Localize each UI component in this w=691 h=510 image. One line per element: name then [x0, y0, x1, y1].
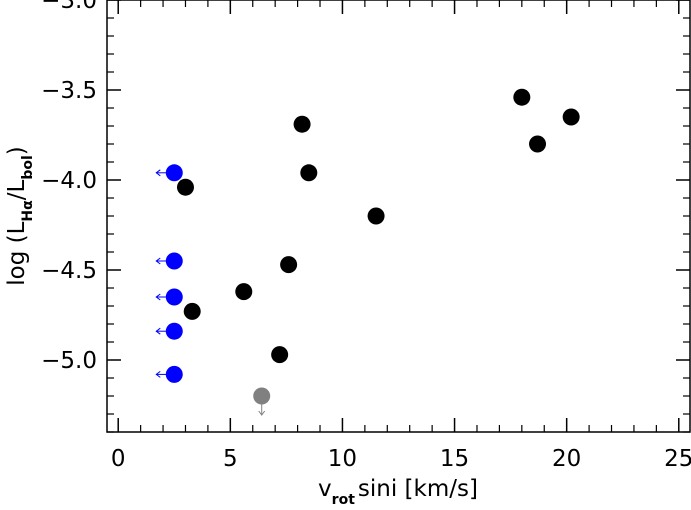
x-tick-label: 25 — [664, 446, 691, 472]
data-point — [176, 178, 194, 196]
data-point — [165, 322, 183, 340]
data-point — [165, 252, 183, 270]
data-point — [293, 115, 311, 133]
x-tick-label: 10 — [328, 446, 357, 472]
data-point — [165, 365, 183, 383]
data-point — [300, 164, 318, 182]
y-tick-label: −3.5 — [41, 78, 97, 104]
data-points — [155, 88, 580, 416]
data-point — [367, 207, 385, 225]
data-point — [235, 283, 253, 301]
plot-frame — [106, 0, 691, 433]
data-point — [165, 288, 183, 306]
data-point — [183, 302, 201, 320]
x-tick-label: 20 — [552, 446, 581, 472]
upper-limit-arrow-head — [258, 410, 266, 416]
upper-limit-arrow-head — [155, 327, 161, 335]
data-point — [513, 88, 531, 106]
upper-limit-arrow-head — [155, 169, 161, 177]
x-tick-label: 15 — [440, 446, 469, 472]
y-axis-ticks: −3.0 −3.5 −4.0 −4.5 −5.0 — [41, 0, 690, 433]
data-point — [562, 108, 580, 126]
upper-limit-arrow-head — [155, 293, 161, 301]
x-tick-label: 0 — [111, 446, 126, 472]
y-tick-label: −3.0 — [41, 0, 97, 14]
upper-limit-arrow-head — [155, 257, 161, 265]
data-point — [253, 387, 271, 405]
data-point — [280, 256, 298, 274]
x-tick-label: 5 — [223, 446, 238, 472]
y-tick-label: −5.0 — [41, 348, 97, 374]
y-tick-label: −4.0 — [41, 168, 97, 194]
y-tick-label: −4.5 — [41, 258, 97, 284]
upper-limit-arrow-head — [155, 370, 161, 378]
data-point — [271, 346, 289, 364]
x-axis-ticks: 0 5 10 15 20 25 — [111, 0, 691, 472]
data-point — [165, 164, 183, 182]
y-axis-label: log (LHα/Lbol) — [4, 146, 36, 286]
data-point — [529, 135, 547, 153]
